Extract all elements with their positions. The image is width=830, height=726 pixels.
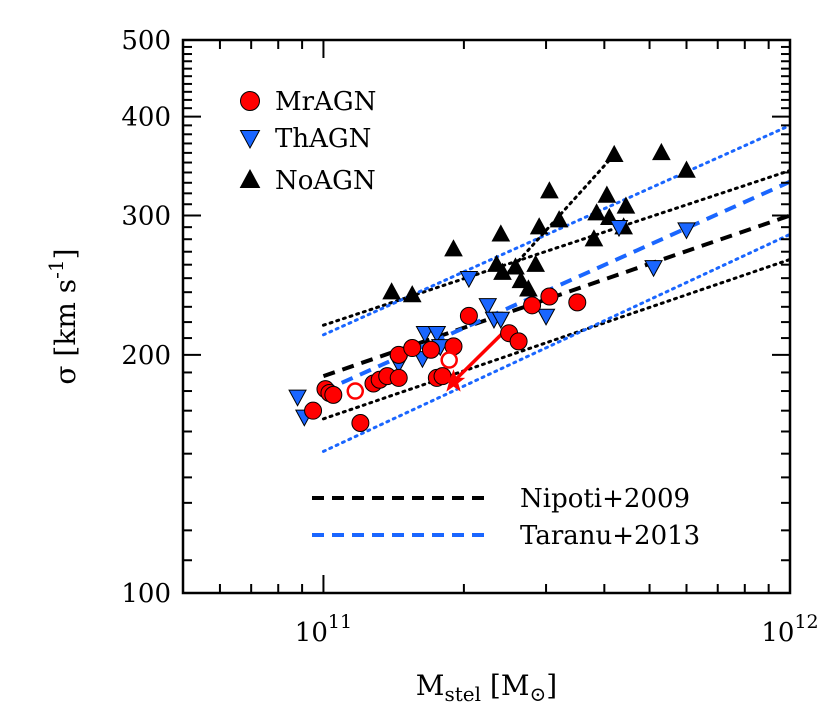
point-noagn-17: [604, 144, 624, 162]
line-dotted-6: [507, 153, 616, 273]
line-dotted-4: [321, 123, 790, 337]
point-noagn-8: [519, 279, 538, 297]
point-noagn-15: [597, 185, 617, 203]
point-noagn-20: [652, 142, 671, 161]
point-thagn-11: [536, 308, 556, 326]
point-thagn-14: [677, 222, 696, 240]
point-noagn-12: [549, 210, 569, 228]
point-mragn-0: [304, 401, 323, 420]
point-mragn-10: [403, 339, 422, 358]
point-mragn-18: [523, 296, 542, 315]
point-mragn-17: [509, 332, 528, 351]
legend-label-thagn: ThAGN: [275, 124, 371, 154]
point-noagn-21: [677, 160, 696, 178]
point-thagn-5: [427, 326, 447, 344]
y-tick-label-2: 300: [121, 202, 171, 232]
point-noagn-7: [511, 270, 531, 289]
plot-frame: [181, 38, 792, 595]
line-dotted-5: [321, 232, 790, 453]
point-thagn-4: [415, 326, 435, 344]
data-points: [288, 142, 696, 433]
point-noagn-11: [540, 181, 559, 199]
point-noagn-4: [491, 224, 511, 242]
point-noagn-1: [402, 285, 422, 303]
x-axis-label: Mstel [M⊙]: [416, 669, 557, 706]
y-tick-label-0: 100: [121, 579, 171, 609]
legend-label-nipoti-2009: Nipoti+2009: [520, 484, 690, 514]
point-mragn-open-1: [440, 351, 458, 369]
point-mragn-19: [540, 287, 559, 306]
legend-label-mragn: MrAGN: [275, 87, 376, 117]
point-mragn-8: [389, 368, 408, 387]
point-noagn-10: [529, 217, 549, 235]
legend-marker-mragn: [240, 91, 260, 111]
point-mragn-open-0: [346, 382, 365, 400]
point-thagn-7: [459, 270, 479, 289]
point-noagn-2: [444, 239, 463, 257]
point-noagn-0: [382, 282, 401, 300]
point-noagn-19: [616, 196, 636, 214]
y-tick-label-1: 200: [121, 341, 171, 371]
point-mragn-20: [568, 293, 587, 312]
point-mragn-11: [421, 340, 440, 359]
point-thagn-10: [491, 311, 511, 329]
point-noagn-5: [493, 262, 512, 280]
point-noagn-6: [506, 257, 525, 275]
legend-label-noagn: NoAGN: [275, 166, 376, 196]
point-mragn-star: [441, 369, 466, 392]
line-solid-7: [452, 327, 509, 383]
x-tick-label-1: 1012: [761, 611, 818, 648]
point-mragn-15: [459, 306, 478, 325]
axis-ticks: 100 200 300 400 500 1011 1012: [121, 26, 818, 648]
point-mragn-3: [324, 385, 343, 404]
legend-marker-thagn: [239, 130, 261, 150]
y-tick-label-4: 500: [121, 26, 171, 56]
legend-marker-noagn: [239, 168, 261, 188]
line-dotted-3: [321, 257, 790, 421]
x-tick-label-0: 1011: [295, 611, 352, 648]
point-thagn-12: [609, 219, 629, 238]
y-tick-label-3: 400: [121, 103, 171, 133]
point-thagn-13: [644, 260, 663, 278]
point-thagn-0: [288, 389, 307, 407]
point-noagn-9: [526, 254, 545, 272]
point-mragn-4: [351, 414, 370, 433]
point-noagn-14: [587, 203, 606, 221]
point-thagn-8: [478, 298, 498, 316]
line-dotted-2: [321, 168, 790, 327]
legend-label-taranu-2013: Taranu+2013: [520, 521, 700, 551]
y-axis-label: σ [km s-1]: [44, 248, 82, 384]
point-noagn-13: [584, 229, 604, 247]
